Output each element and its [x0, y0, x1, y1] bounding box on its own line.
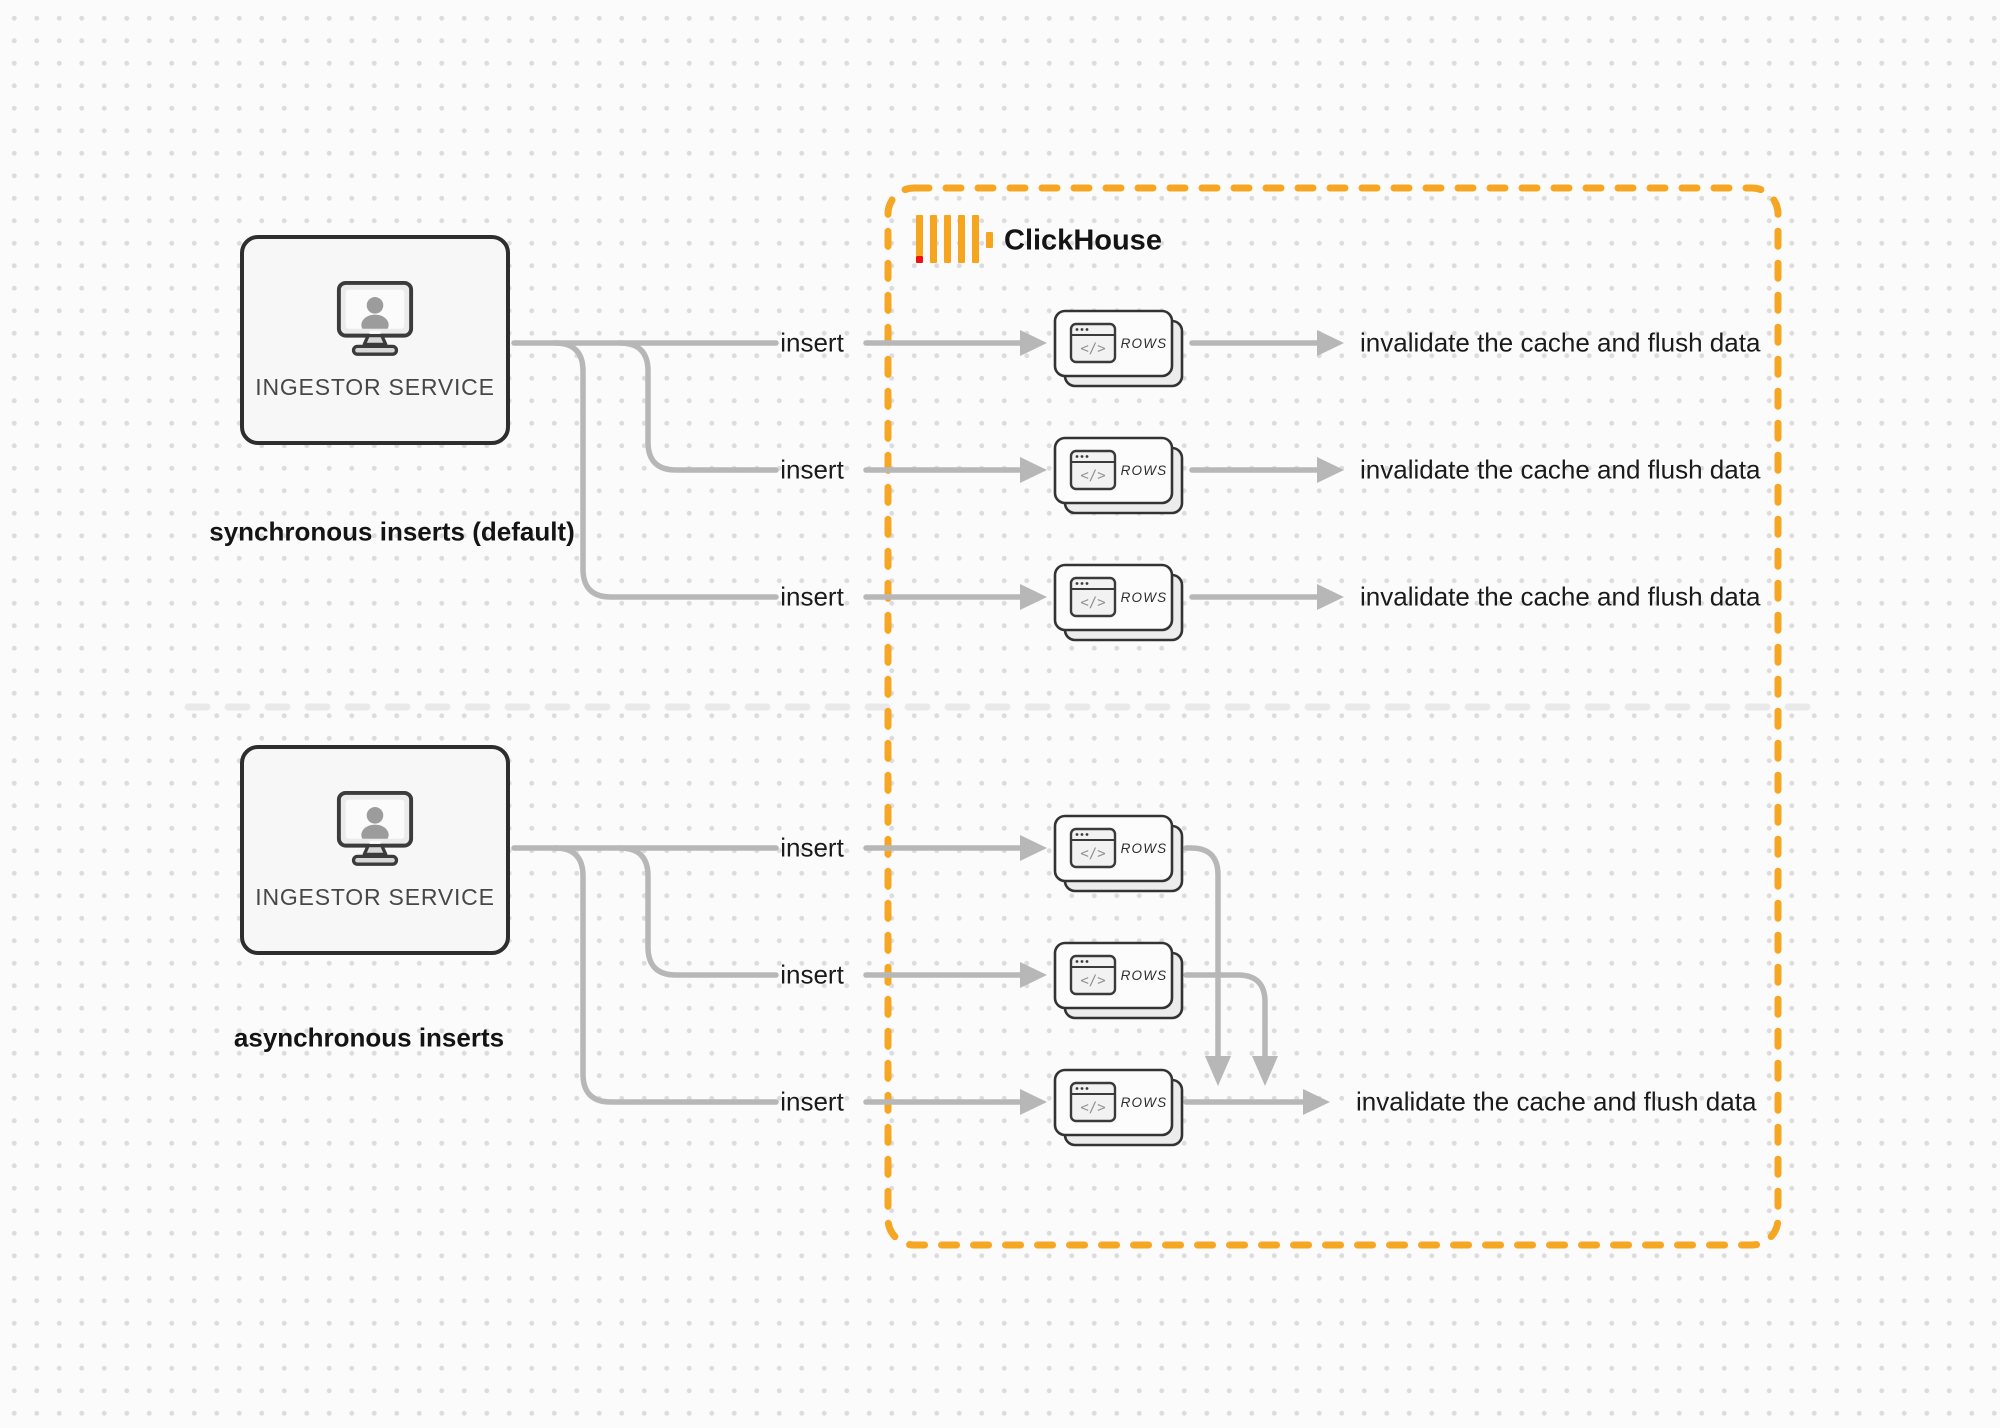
code-glyph: </> — [1080, 1100, 1105, 1116]
ingestor-service-box-sync: INGESTOR SERVICE — [240, 235, 510, 445]
arrowhead — [1317, 330, 1344, 356]
rows-table-card: </> ROWS — [1053, 436, 1187, 518]
rows-table-card: </> ROWS — [1053, 1068, 1187, 1150]
ingestor-service-label: INGESTOR SERVICE — [255, 374, 495, 400]
code-window-icon: </> — [1069, 576, 1117, 618]
code-glyph: </> — [1080, 595, 1105, 611]
code-window-icon: </> — [1069, 1081, 1117, 1123]
rows-table-card: </> ROWS — [1053, 309, 1187, 391]
flush-result-label: invalidate the cache and flush data — [1360, 581, 1761, 612]
rows-card-label: ROWS — [1121, 841, 1168, 856]
code-glyph: </> — [1080, 973, 1105, 989]
clickhouse-title: ClickHouse — [1004, 224, 1162, 257]
sync-section-caption: synchronous inserts (default) — [209, 516, 575, 547]
code-glyph: </> — [1080, 846, 1105, 862]
code-window-icon: </> — [1069, 827, 1117, 869]
insert-label: insert — [780, 454, 844, 485]
rows-table-card: </> ROWS — [1053, 563, 1187, 645]
rows-table-card: </> ROWS — [1053, 814, 1187, 896]
clickhouse-bars-logo-icon — [916, 215, 993, 263]
rows-card-label: ROWS — [1121, 590, 1168, 605]
ingestor-service-box-async: INGESTOR SERVICE — [240, 745, 510, 955]
async-section-caption: asynchronous inserts — [233, 1022, 505, 1053]
arrowhead — [1020, 584, 1047, 610]
code-window-icon: </> — [1069, 449, 1117, 491]
code-glyph: </> — [1080, 468, 1105, 484]
rows-card-label: ROWS — [1121, 336, 1168, 351]
async-flow-wires — [511, 835, 1330, 1115]
code-glyph: </> — [1080, 341, 1105, 357]
flush-result-label: invalidate the cache and flush data — [1356, 1086, 1757, 1117]
arrowhead — [1020, 330, 1047, 356]
rows-card-label: ROWS — [1121, 463, 1168, 478]
insert-label: insert — [780, 1086, 844, 1117]
arrowhead — [1020, 1089, 1047, 1115]
arrowhead-down — [1252, 1056, 1278, 1086]
monitor-user-icon — [336, 280, 414, 356]
rows-card-label: ROWS — [1121, 1095, 1168, 1110]
ingestor-service-label: INGESTOR SERVICE — [255, 884, 495, 910]
arrowhead — [1317, 457, 1344, 483]
arrowhead — [1020, 457, 1047, 483]
arrowhead-down — [1205, 1056, 1231, 1086]
code-window-icon: </> — [1069, 322, 1117, 364]
arrowhead — [1303, 1089, 1330, 1115]
flush-result-label: invalidate the cache and flush data — [1360, 327, 1761, 358]
code-window-icon: </> — [1069, 954, 1117, 996]
insert-label: insert — [780, 832, 844, 863]
arrowhead — [1020, 835, 1047, 861]
sync-flow-wires — [511, 330, 1344, 610]
arrowhead — [1317, 584, 1344, 610]
insert-label: insert — [780, 959, 844, 990]
rows-table-card: </> ROWS — [1053, 941, 1187, 1023]
insert-label: insert — [780, 327, 844, 358]
arrowhead — [1020, 962, 1047, 988]
flush-result-label: invalidate the cache and flush data — [1360, 454, 1761, 485]
insert-label: insert — [780, 581, 844, 612]
monitor-user-icon — [336, 790, 414, 866]
rows-card-label: ROWS — [1121, 968, 1168, 983]
